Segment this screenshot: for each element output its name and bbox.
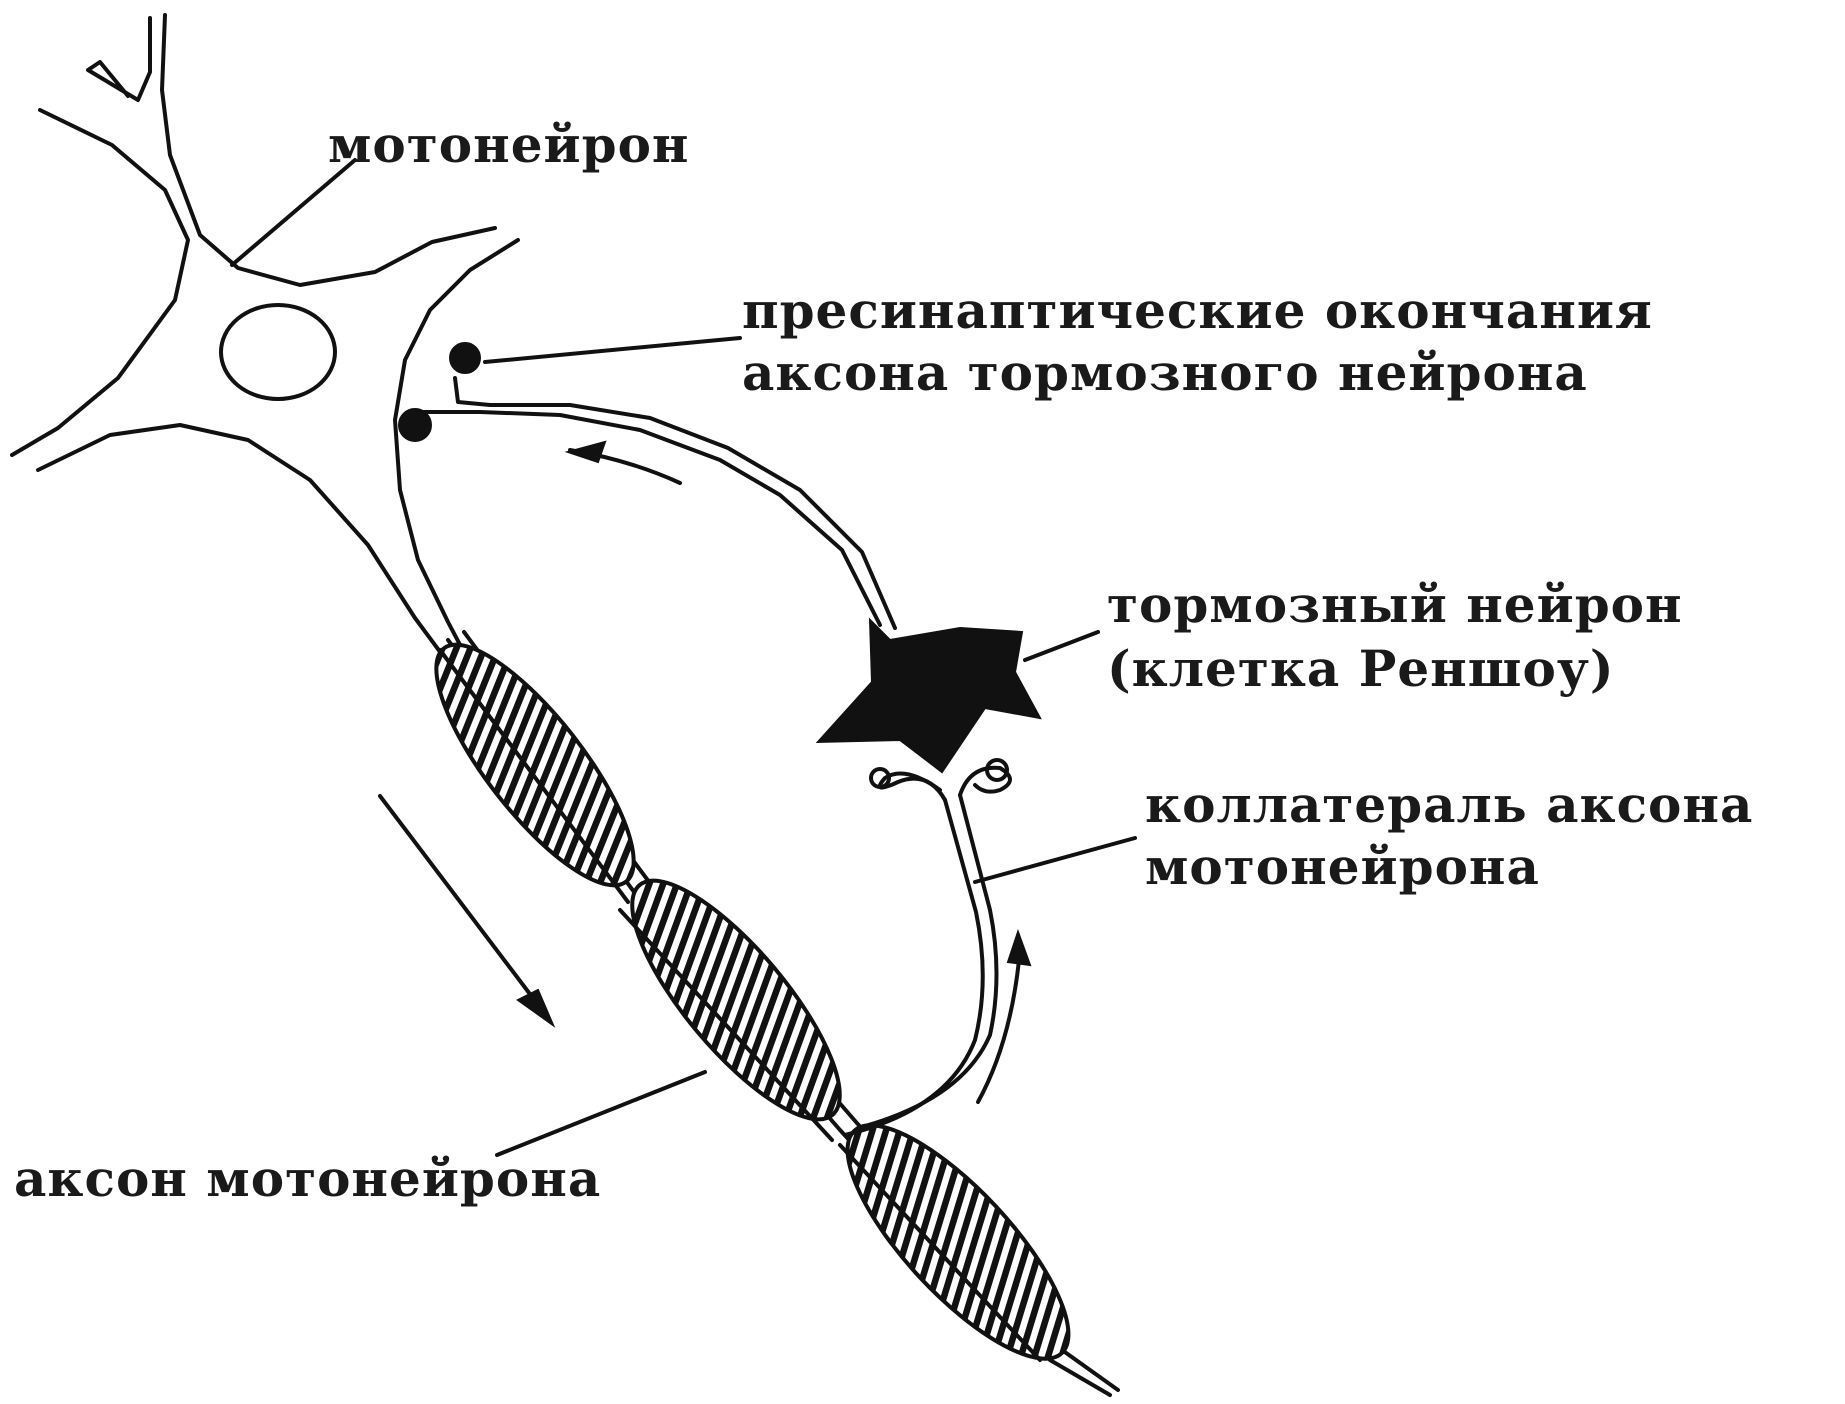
leader-axon <box>497 1072 705 1155</box>
motoneuron-cell <box>12 15 518 668</box>
label-motoneuron: мотонейрон <box>328 115 690 174</box>
leader-presynaptic <box>485 338 740 362</box>
label-axon: аксон мотонейрона <box>14 1149 601 1208</box>
myelin-segment <box>601 853 870 1147</box>
label-inhibitory-line1: тормозный нейрон <box>1107 575 1683 634</box>
myelin-segment <box>406 619 664 911</box>
leader-motoneuron <box>232 160 355 265</box>
label-inhibitory-line2: (клетка Реншоу) <box>1107 639 1614 698</box>
terminal-bouton <box>450 343 480 373</box>
leader-collateral <box>975 838 1135 882</box>
presynaptic-terminals <box>399 343 480 441</box>
myelin-segment <box>816 1095 1099 1388</box>
nucleus <box>221 305 335 399</box>
label-collateral-line1: коллатераль аксона <box>1145 775 1753 834</box>
terminal-bouton <box>399 409 431 441</box>
label-presynaptic-line2: аксона тормозного нейрона <box>742 343 1588 402</box>
leader-renshaw <box>1025 632 1098 660</box>
label-presynaptic-line1: пресинаптические окончания <box>742 281 1653 340</box>
axon-collateral <box>845 760 1010 1135</box>
label-collateral-line2: мотонейрона <box>1145 837 1540 896</box>
